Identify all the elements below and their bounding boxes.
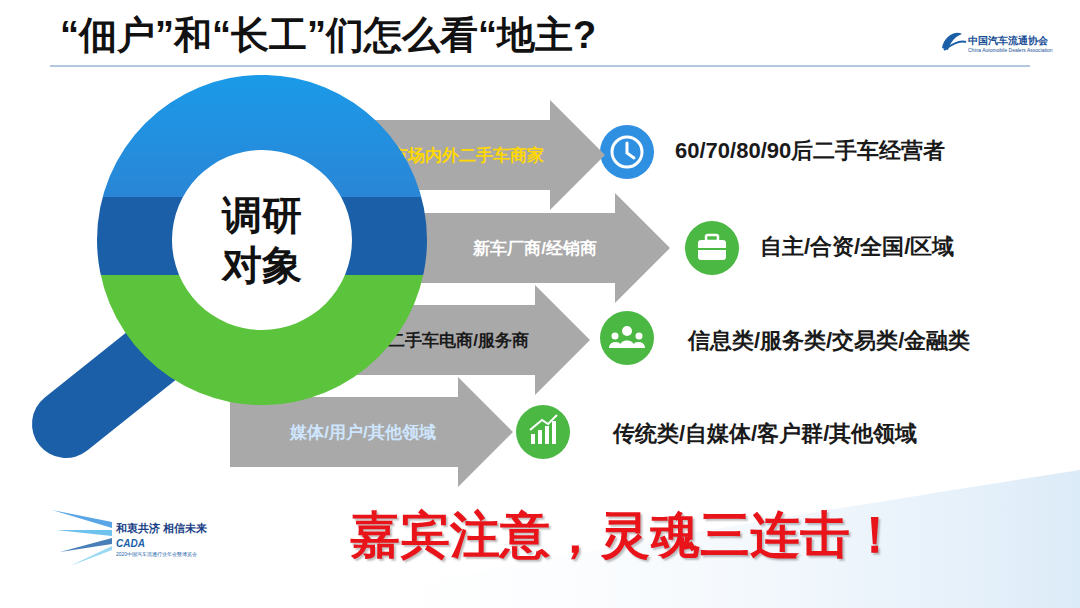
ring-outline xyxy=(97,75,427,405)
clock-icon xyxy=(600,125,654,179)
arrow-label: 市场内外二手车商家 xyxy=(391,144,544,167)
arrow-label: 新车厂商/经销商 xyxy=(473,237,597,260)
people-icon xyxy=(600,311,654,365)
event-logo xyxy=(52,510,112,566)
association-name: 中国汽车流通协会 xyxy=(968,34,1048,48)
association-english: China Automobile Dealers Association xyxy=(968,47,1053,53)
slide-title: “佃户”和“长工”们怎么看“地主? xyxy=(60,10,596,61)
group-detail: 传统类/自媒体/客户群/其他领域 xyxy=(613,419,917,449)
title-rule xyxy=(50,65,1030,67)
event-slogan: 和衷共济 相信未来 xyxy=(116,521,207,536)
event-mark: CADA xyxy=(116,538,145,549)
group-detail: 自主/合资/全国/区域 xyxy=(760,232,954,262)
arrow-label: 媒体/用户/其他领域 xyxy=(290,421,435,444)
red-callout: 嘉宾注意，灵魂三连击！ xyxy=(350,502,900,569)
magnifier-ring: 调研 对象 xyxy=(97,75,427,405)
chart-icon xyxy=(516,405,570,459)
association-logo xyxy=(942,33,966,50)
ring-label: 调研 对象 xyxy=(212,190,312,290)
group-detail: 60/70/80/90后二手车经营者 xyxy=(675,136,945,166)
event-name: 2020中国汽车流通行业年会暨博览会 xyxy=(116,551,197,557)
bottom-wave xyxy=(300,470,1080,608)
group-detail: 信息类/服务类/交易类/金融类 xyxy=(688,326,970,356)
briefcase-icon xyxy=(685,221,739,275)
arrow-label: 二手车电商/服务商 xyxy=(388,329,529,352)
